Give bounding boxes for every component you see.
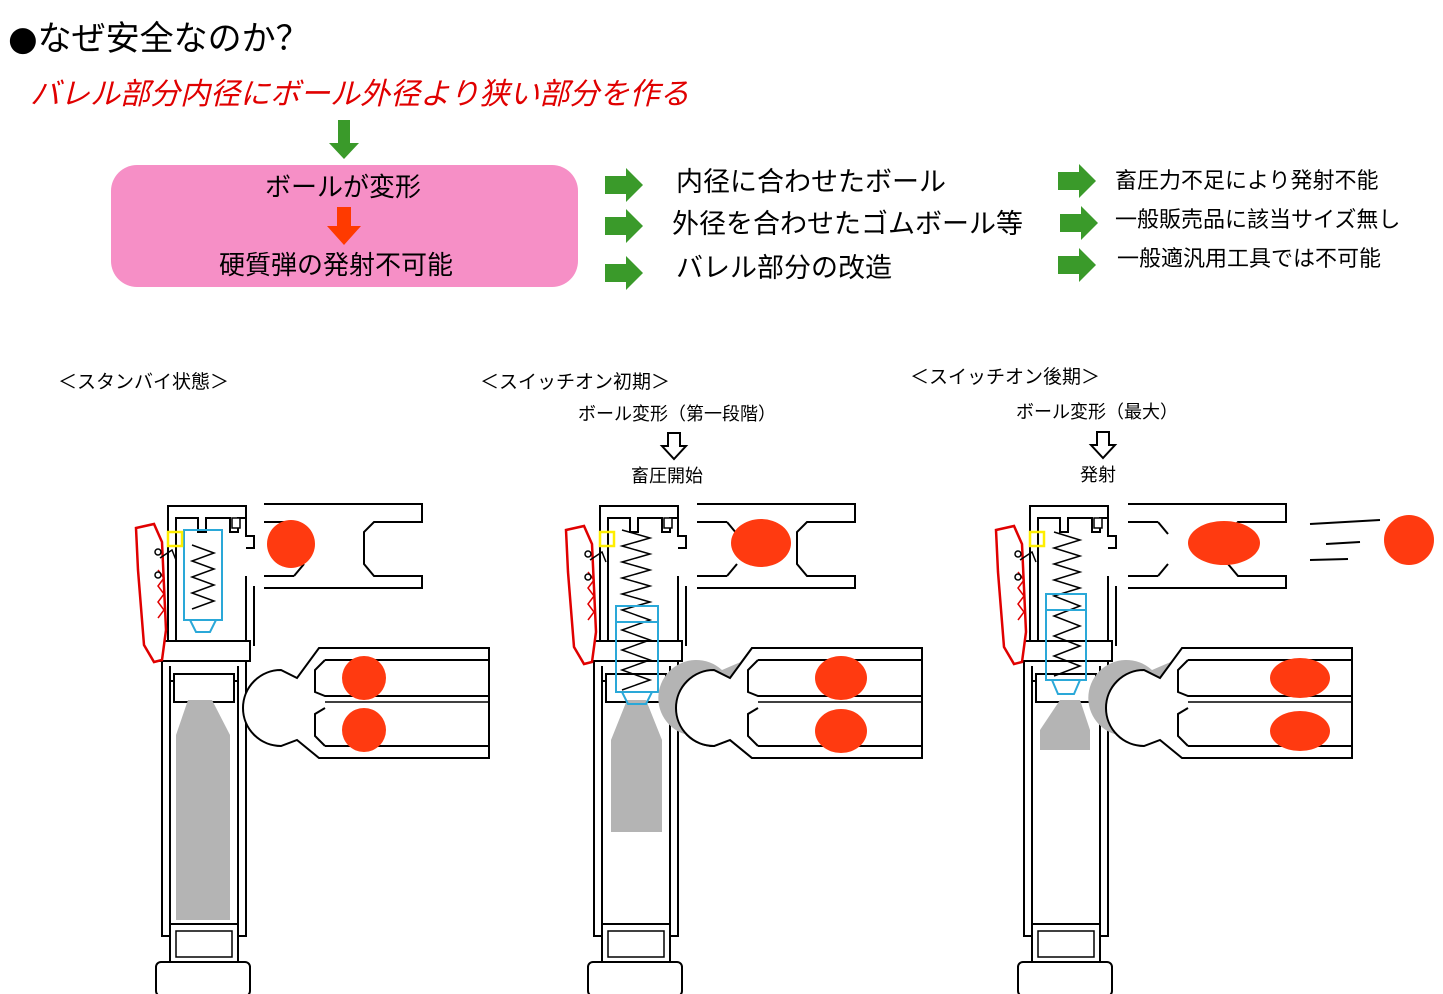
stage-3-diagram [994, 503, 1434, 994]
page-title: ●なぜ安全なのか？ [8, 19, 310, 59]
ball-icon [1188, 521, 1260, 565]
down-arrow-green-icon [329, 120, 359, 159]
reason-1: 畜圧力不足により発射不能 [1115, 169, 1379, 194]
hollow-down-arrow-icon [659, 432, 689, 461]
ball-icon [815, 656, 867, 700]
ball-icon [267, 520, 315, 568]
stage-3-caption: ボール変形（最大） [1016, 402, 1178, 423]
stage-2-diagram [564, 503, 923, 994]
down-arrow-red-icon [327, 207, 361, 245]
ball-icon [342, 656, 386, 700]
ball-icon [342, 708, 386, 752]
right-arrow-icon [605, 256, 643, 290]
cause-3: バレル部分の改造 [676, 253, 892, 284]
cause-1: 内径に合わせたボール [676, 167, 946, 198]
stage-3-result: 発射 [1080, 465, 1116, 486]
right-arrow-icon [1058, 248, 1096, 282]
right-arrow-icon [605, 209, 643, 243]
stage-2-result: 畜圧開始 [631, 466, 703, 487]
box-line1: ボールが変形 [265, 173, 422, 203]
reason-2: 一般販売品に該当サイズ無し [1115, 208, 1401, 233]
right-arrow-icon [1058, 164, 1096, 198]
ball-icon [731, 519, 791, 567]
reason-3: 一般適汎用工具では不可能 [1117, 247, 1382, 272]
stage-3-heading: ＜スイッチオン後期＞ [910, 366, 1101, 388]
stage-2-heading: ＜スイッチオン初期＞ [480, 371, 671, 393]
ball-icon [1270, 711, 1330, 751]
stage-2-caption: ボール変形（第一段階） [578, 404, 776, 425]
fired-ball-icon [1384, 515, 1434, 565]
ball-icon [1270, 658, 1330, 698]
ball-icon [815, 709, 867, 753]
right-arrow-icon [605, 168, 643, 202]
stage-1-diagram [134, 503, 490, 994]
hollow-down-arrow-icon [1088, 431, 1118, 460]
box-line2: 硬質弾の発射不可能 [219, 251, 454, 281]
right-arrow-icon [1060, 206, 1098, 240]
cause-2: 外径を合わせたゴムボール等 [672, 209, 1023, 240]
stage-1-heading: ＜スタンバイ状態＞ [58, 371, 230, 393]
subtitle: バレル部分内径にボール外径より狭い部分を作る [30, 77, 690, 112]
